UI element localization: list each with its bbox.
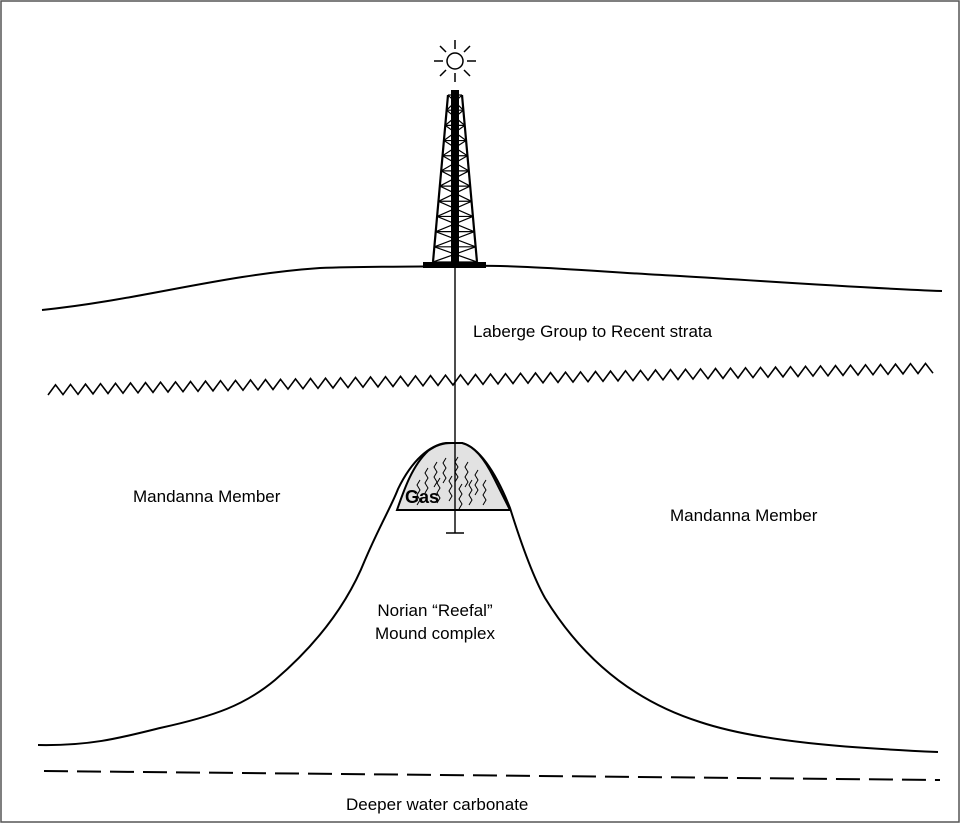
drilling-rig-icon [423,90,486,268]
upper-strata-label: Laberge Group to Recent strata [473,322,713,341]
mandanna-member-left-label: Mandanna Member [133,487,281,506]
basal-dashed-line [43,770,941,781]
gas-cap-area [395,442,512,511]
reef-label-line1: Norian “Reefal” [377,601,493,620]
mandanna-member-right-label: Mandanna Member [670,506,818,525]
sun-icon [434,40,476,82]
gas-label: Gas [405,487,440,507]
fracture-marks [416,456,487,510]
deeper-water-carbonate-label: Deeper water carbonate [346,795,529,814]
ground-surface-line [41,264,943,311]
unconformity-line [47,362,934,396]
reef-label-line2: Mound complex [374,624,495,643]
